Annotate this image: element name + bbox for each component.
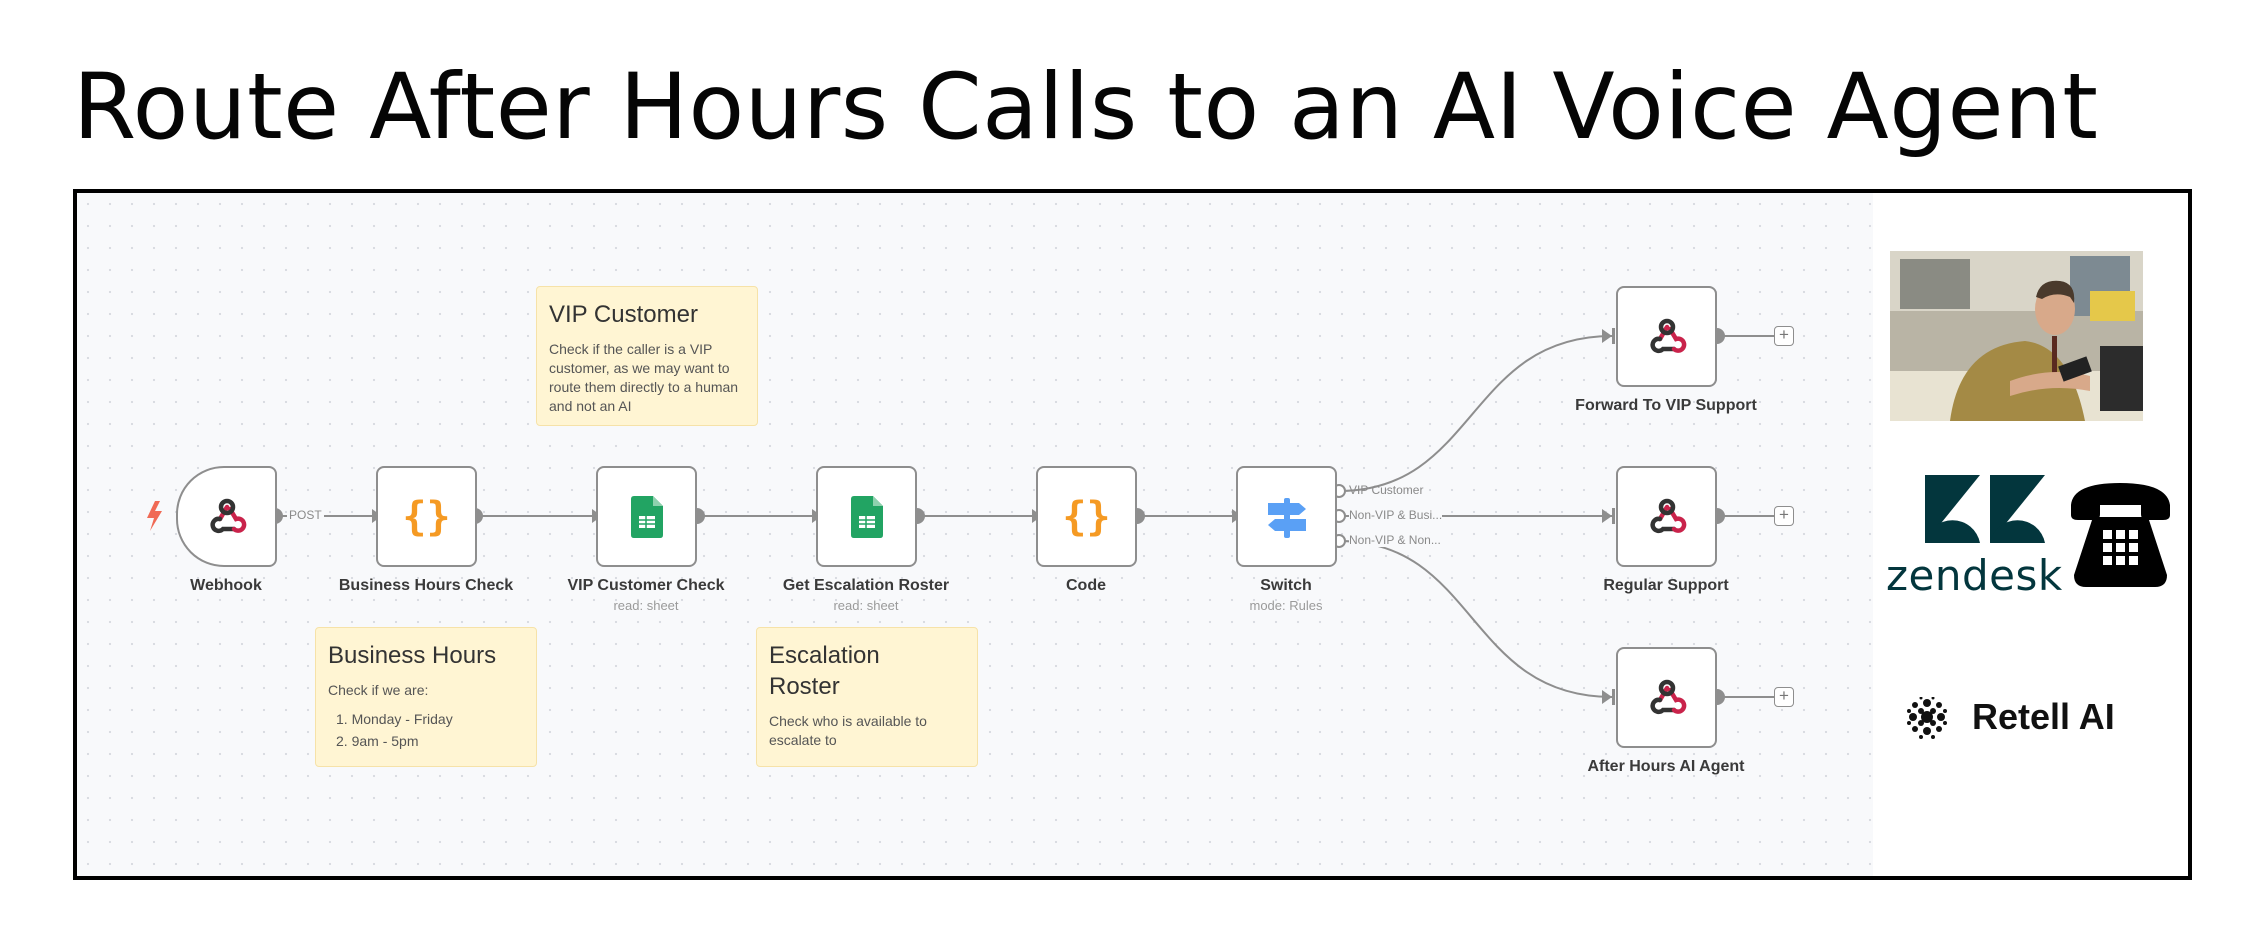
node-label-regular-support: Regular Support — [1603, 577, 1729, 594]
node-webhook[interactable] — [176, 466, 277, 567]
google-sheets-icon — [850, 495, 883, 538]
switch-output-label-business: Non-VIP & Busi... — [1349, 508, 1443, 522]
webhook-icon — [1649, 679, 1686, 714]
node-forward-to-vip-support[interactable] — [1616, 286, 1717, 387]
sticky-title: VIP Customer — [549, 301, 698, 328]
code-braces-icon: {} — [1062, 493, 1111, 540]
node-business-hours-check[interactable]: {} — [376, 466, 477, 567]
trigger-bolt-icon — [147, 501, 162, 531]
node-label-after-hours-ai-agent: After Hours AI Agent — [1587, 758, 1745, 775]
switch-output-label-vip: VIP Customer — [1349, 483, 1424, 497]
page-title: Route After Hours Calls to an AI Voice A… — [73, 55, 2099, 160]
workflow-frame: POST VIP Customer Non-VIP & Busi... Non-… — [73, 189, 2192, 880]
add-node-button[interactable]: + — [1774, 326, 1794, 346]
webhook-icon — [1649, 318, 1686, 353]
sticky-body: Check if we are: — [328, 682, 429, 698]
node-label-forward-to-vip-support: Forward To VIP Support — [1575, 397, 1757, 414]
node-sub-get-escalation-roster: read: sheet — [833, 598, 899, 613]
sticky-list: 1. Monday - Friday 2. 9am - 5pm — [328, 708, 524, 752]
zendesk-wordmark: zendesk — [1886, 551, 2063, 600]
node-regular-support[interactable] — [1616, 466, 1717, 567]
node-vip-customer-check[interactable] — [596, 466, 697, 567]
node-label-get-escalation-roster: Get Escalation Roster — [782, 577, 950, 594]
office-photo — [1890, 251, 2143, 421]
wire-switch-vip-support — [1338, 335, 1613, 492]
sticky-note-vip-customer[interactable]: VIP Customer Check if the caller is a VI… — [536, 286, 758, 426]
input-port-after-hours — [1602, 690, 1612, 704]
node-code[interactable]: {} — [1036, 466, 1137, 567]
input-port-regular — [1602, 509, 1612, 523]
node-sub-vip-customer-check: read: sheet — [613, 598, 679, 613]
list-item: 1. Monday - Friday — [336, 711, 453, 727]
node-label-vip-customer-check: VIP Customer Check — [567, 577, 725, 594]
node-sub-switch: mode: Rules — [1249, 598, 1323, 613]
node-label-webhook: Webhook — [190, 577, 262, 594]
node-get-escalation-roster[interactable] — [816, 466, 917, 567]
code-braces-icon: {} — [402, 493, 451, 540]
edge-label-post: POST — [287, 508, 324, 522]
add-node-button[interactable]: + — [1774, 506, 1794, 526]
signpost-icon — [1267, 497, 1306, 538]
list-item: 2. 9am - 5pm — [336, 733, 419, 749]
sticky-title: Business Hours — [328, 642, 497, 669]
retell-logo-icon — [1907, 697, 1947, 739]
sticky-title: Escalation Roster — [769, 642, 880, 700]
sticky-body: Check who is available to escalate to — [769, 713, 927, 748]
add-node-button[interactable]: + — [1774, 687, 1794, 707]
input-port-vip-support — [1602, 329, 1612, 343]
sticky-body: Check if the caller is a VIP customer, a… — [549, 341, 739, 414]
node-label-business-hours-check: Business Hours Check — [338, 577, 514, 594]
zendesk-logo-icon — [1925, 475, 2045, 543]
retell-wordmark: Retell AI — [1972, 696, 2115, 737]
webhook-icon — [1649, 498, 1686, 533]
sticky-note-escalation-roster[interactable]: Escalation Roster Check who is available… — [756, 627, 978, 767]
node-label-switch: Switch — [1260, 577, 1312, 594]
sticky-note-business-hours[interactable]: Business Hours Check if we are: 1. Monda… — [315, 627, 537, 767]
webhook-icon — [209, 498, 246, 533]
google-sheets-icon — [630, 495, 663, 538]
node-after-hours-ai-agent[interactable] — [1616, 647, 1717, 748]
switch-output-label-non-business: Non-VIP & Non... — [1349, 533, 1441, 547]
node-label-code: Code — [1066, 577, 1106, 594]
telephone-icon — [2071, 483, 2170, 587]
wire-switch-after-hours — [1338, 540, 1613, 698]
node-switch[interactable] — [1236, 466, 1337, 567]
